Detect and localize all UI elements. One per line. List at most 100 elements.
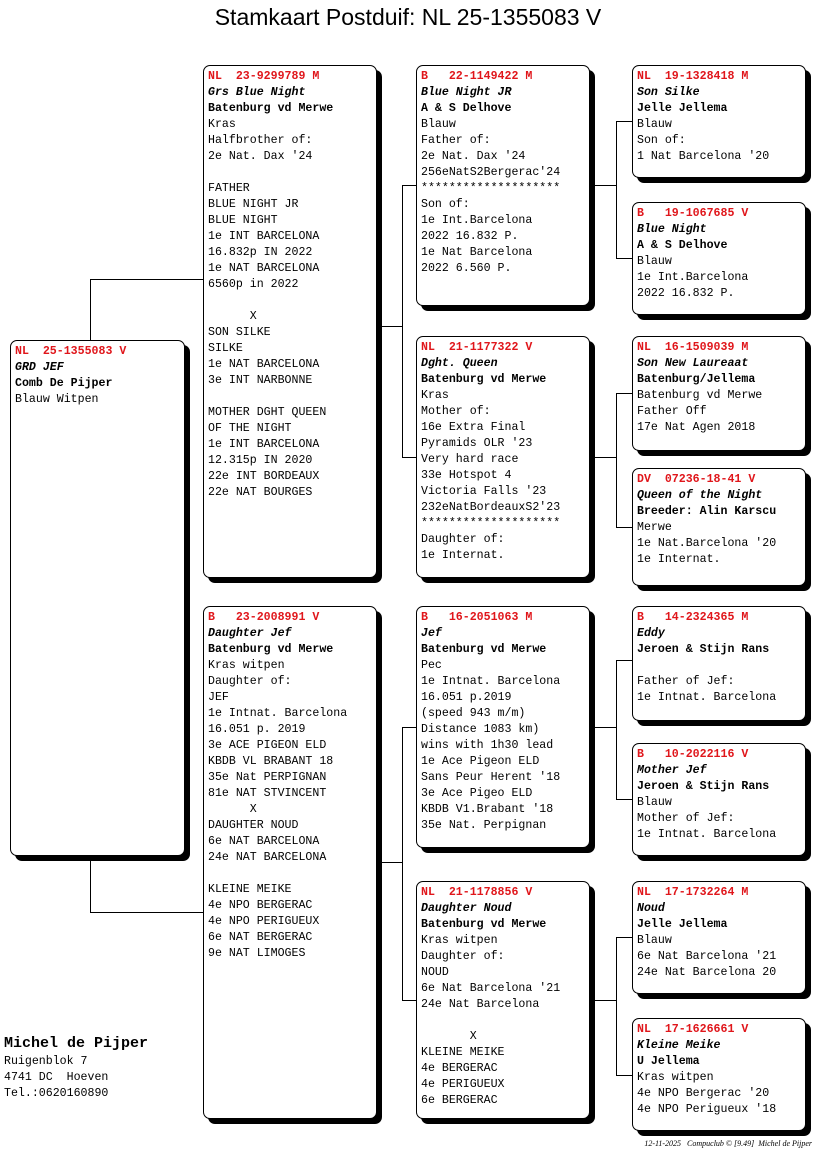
pigeon-note: SON SILKE	[208, 326, 271, 339]
pigeon-note: Mother of:	[421, 405, 491, 418]
pigeon-note: 1e INT BARCELONA	[208, 230, 320, 243]
pigeon-note: 1e Ace Pigeon ELD	[421, 755, 540, 768]
pigeon-note: KBDB VL BRABANT 18	[208, 755, 334, 768]
connector-line	[402, 727, 403, 1000]
ring-number: B 14-2324365 M	[637, 611, 749, 624]
ring-number: B 23-2008991 V	[208, 611, 320, 624]
page-title: Stamkaart Postduif: NL 25-1355083 V	[214, 4, 602, 30]
pigeon-note: 17e Nat Agen 2018	[637, 421, 756, 434]
pigeon-note: 4e BERGERAC	[421, 1062, 498, 1075]
pigeon-note: Kras witpen	[637, 1071, 714, 1084]
pigeon-note: BLUE NIGHT JR	[208, 198, 299, 211]
breeder-street: Ruigenblok 7	[4, 1055, 88, 1068]
owner: Batenburg vd Merwe	[421, 918, 547, 931]
pigeon-note: 2022 16.832 P.	[637, 287, 735, 300]
pigeon-note: 35e Nat PERPIGNAN	[208, 771, 327, 784]
pigeon-note	[208, 866, 372, 882]
ring-number: NL 25-1355083 V	[15, 345, 127, 358]
ring-number: B 19-1067685 V	[637, 207, 749, 220]
owner: Jeroen & Stijn Rans	[637, 780, 770, 793]
pigeon-name: Queen of the Night	[637, 489, 763, 502]
pigeon-name: GRD JEF	[15, 361, 64, 374]
pigeon-note: 9e NAT LIMOGES	[208, 947, 306, 960]
connector-line	[90, 912, 203, 913]
connector-line	[402, 727, 416, 728]
pigeon-note: 6e Nat Barcelona '21	[421, 982, 561, 995]
pigeon-note: Son of:	[637, 134, 686, 147]
owner: U Jellema	[637, 1055, 700, 1068]
pigeon-note: 16e Extra Final	[421, 421, 526, 434]
connector-line	[377, 862, 402, 863]
owner: Comb De Pijper	[15, 377, 113, 390]
pigeon-name: Blue Night JR	[421, 86, 512, 99]
connector-line	[90, 279, 203, 280]
connector-line	[616, 121, 632, 122]
pigeon-note: BLUE NIGHT	[208, 214, 278, 227]
pigeon-note: Son of:	[421, 198, 470, 211]
connector-line	[90, 279, 91, 340]
pigeon-note: Kras	[421, 389, 449, 402]
pigeon-note: JEF	[208, 691, 229, 704]
breeder-info: Michel de Pijper Ruigenblok 7 4741 DC Ho…	[4, 1034, 148, 1102]
pigeon-note: Blauw Witpen	[15, 393, 99, 406]
pigeon-note	[208, 293, 372, 309]
pigeon-name: Kleine Meike	[637, 1039, 721, 1052]
breeder-name: Michel de Pijper	[4, 1035, 149, 1052]
pigeon-note: Kras	[208, 118, 236, 131]
pigeon-name: Daughter Jef	[208, 627, 292, 640]
pigeon-note: Daughter of:	[421, 950, 505, 963]
pigeon-note: 16.051 p. 2019	[208, 723, 306, 736]
pigeon-note	[421, 1013, 585, 1029]
pigeon-note: 2022 16.832 P.	[421, 230, 519, 243]
pigeon-note: 4e NPO PERIGUEUX	[208, 915, 320, 928]
pigeon-note: Pyramids OLR '23	[421, 437, 533, 450]
pigeon-note: 3e ACE PIGEON ELD	[208, 739, 327, 752]
pigeon-note: Distance 1083 km)	[421, 723, 540, 736]
ring-number: B 22-1149422 M	[421, 70, 533, 83]
pigeon-note: 1e Int.Barcelona	[637, 271, 749, 284]
pigeon-name: Jef	[421, 627, 442, 640]
pigeon-note: Father of:	[421, 134, 491, 147]
connector-line	[616, 1075, 632, 1076]
owner: Batenburg vd Merwe	[208, 102, 334, 115]
pigeon-note: Kras witpen	[421, 934, 498, 947]
pigeon-note: Blauw	[637, 118, 672, 131]
pigeon-note: (speed 943 m/m)	[421, 707, 526, 720]
pigeon-note	[208, 389, 372, 405]
pigeon-note: Sans Peur Herent '18	[421, 771, 561, 784]
pigeon-note: KLEINE MEIKE	[421, 1046, 505, 1059]
connector-line	[616, 121, 617, 258]
owner: Breeder: Alin Karscu	[637, 505, 777, 518]
pigeon-name: Mother Jef	[637, 764, 707, 777]
pigeon-note: 1e Int.Barcelona	[421, 214, 533, 227]
pigeon-note: NOUD	[421, 966, 449, 979]
ring-number: NL 17-1732264 M	[637, 886, 749, 899]
ring-number: NL 19-1328418 M	[637, 70, 749, 83]
pigeon-note: FATHER	[208, 182, 250, 195]
pigeon-note	[208, 165, 372, 181]
ring-number: B 10-2022116 V	[637, 748, 749, 761]
pigeon-note: 24e NAT BARCELONA	[208, 851, 327, 864]
pigeon-note: 1e Intnat. Barcelona	[421, 675, 561, 688]
connector-line	[402, 185, 416, 186]
owner: A & S Delhove	[637, 239, 728, 252]
pigeon-note: OF THE NIGHT	[208, 422, 292, 435]
pigeon-note: Father of Jef:	[637, 675, 735, 688]
pigeon-note: 232eNatBordeauxS2'23	[421, 501, 561, 514]
pigeon-note: Kras witpen	[208, 659, 285, 672]
pigeon-name: Noud	[637, 902, 665, 915]
ring-number: NL 23-9299789 M	[208, 70, 320, 83]
pigeon-note: 6e NAT BARCELONA	[208, 835, 320, 848]
pigeon-note: 16.832p IN 2022	[208, 246, 313, 259]
pigeon-note: MOTHER DGHT QUEEN	[208, 406, 327, 419]
pigeon-note: X	[421, 1030, 477, 1043]
pigeon-note: X	[208, 803, 257, 816]
pigeon-name: Dght. Queen	[421, 357, 498, 370]
